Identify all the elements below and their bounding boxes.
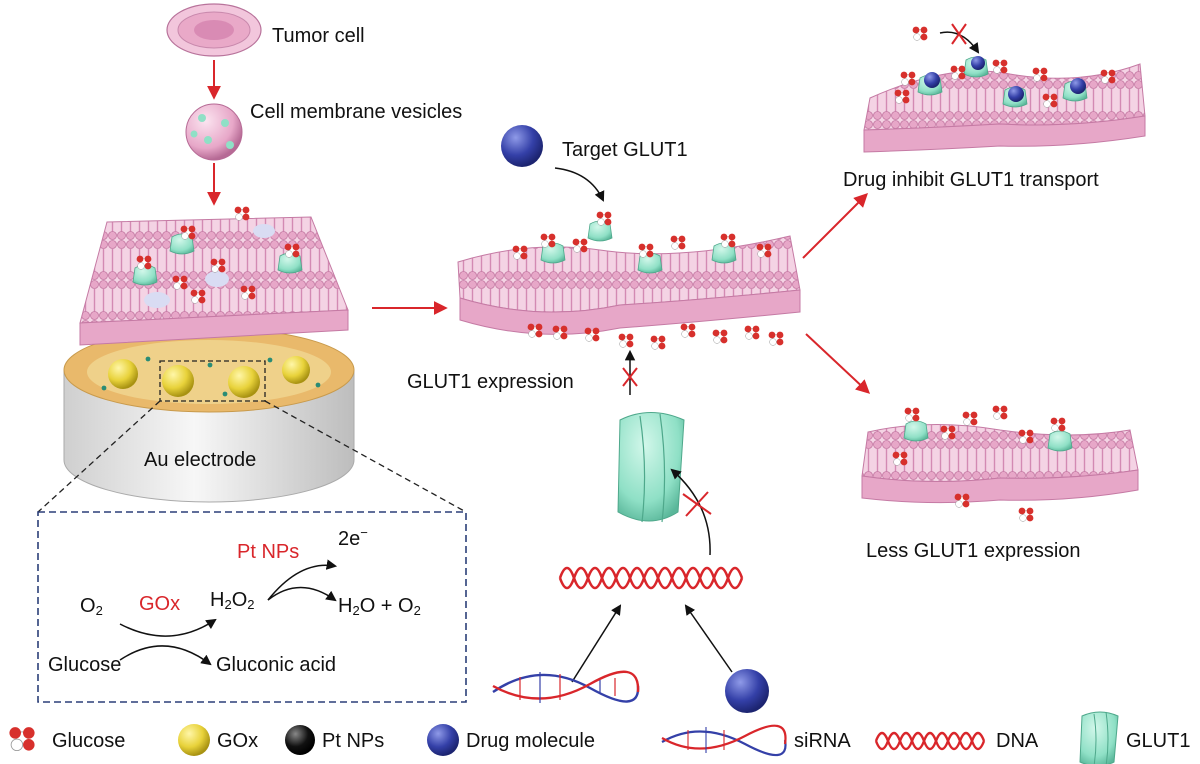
label-au-electrode: Au electrode bbox=[144, 449, 257, 471]
reaction-arrow-to-gluconic bbox=[119, 645, 212, 666]
reaction-water-rest: O + O bbox=[359, 595, 414, 617]
arrow-drug-to-membrane bbox=[554, 167, 605, 202]
reaction-h2o2-sub1: 2 bbox=[224, 597, 232, 612]
drug-inhibit-membrane bbox=[863, 56, 1146, 153]
glucose-blocked-icon bbox=[912, 26, 928, 41]
reaction-pt-nps: Pt NPs bbox=[237, 541, 300, 563]
legend-drug-molecule-label: Drug molecule bbox=[466, 730, 595, 752]
reaction-electrons-sup: − bbox=[360, 525, 368, 540]
middle-membrane bbox=[457, 211, 801, 350]
drug-molecule-target bbox=[501, 125, 543, 167]
legend-dna-label: DNA bbox=[996, 730, 1039, 752]
block-mark-transport bbox=[951, 23, 967, 45]
callout-line-right bbox=[264, 400, 467, 513]
reaction-o2-text: O bbox=[80, 595, 96, 617]
arrow-drug-to-dna bbox=[684, 604, 733, 673]
reaction-arrow-to-electrons bbox=[267, 559, 338, 601]
drug-molecule-dna-icon bbox=[725, 669, 769, 713]
reaction-electrons: 2e− bbox=[338, 526, 368, 549]
glut1-protein-icon bbox=[617, 412, 685, 523]
label-drug-inhibit: Drug inhibit GLUT1 transport bbox=[843, 169, 1099, 191]
reaction-box bbox=[37, 511, 467, 703]
legend-dna-icon bbox=[874, 731, 986, 751]
reaction-h2o2: H2O2 bbox=[210, 590, 254, 611]
legend-glut1-icon bbox=[1079, 711, 1119, 764]
label-target-glut1: Target GLUT1 bbox=[562, 139, 688, 161]
electrode-membrane bbox=[79, 206, 349, 346]
block-mark-expression bbox=[622, 367, 638, 387]
arrow-dna-to-glut1 bbox=[670, 468, 711, 556]
au-electrode bbox=[63, 327, 355, 503]
reaction-glucose: Glucose bbox=[48, 654, 122, 676]
legend-gox-icon bbox=[178, 724, 210, 756]
legend-sirna-icon bbox=[661, 724, 787, 757]
reaction-water-sub2: 2 bbox=[413, 603, 421, 618]
cell-membrane-vesicle-icon bbox=[185, 103, 243, 161]
block-mark-translation bbox=[682, 491, 712, 517]
legend-glucose-label: Glucose bbox=[52, 730, 126, 752]
arrow-to-less-expression bbox=[805, 333, 871, 394]
reaction-water-oxygen: H2O + O2 bbox=[338, 596, 421, 617]
reaction-h2o2-sub2: 2 bbox=[247, 597, 255, 612]
reaction-electrons-text: 2e bbox=[338, 528, 361, 550]
reaction-gluconic-acid: Gluconic acid bbox=[216, 654, 337, 676]
reaction-water-h: H bbox=[338, 595, 353, 617]
reaction-o2: O2 bbox=[80, 596, 103, 617]
legend-glut1-label: GLUT1 bbox=[1126, 730, 1191, 752]
arrow-sirna-to-dna bbox=[571, 604, 622, 683]
label-cell-membrane-vesicles: Cell membrane vesicles bbox=[250, 101, 463, 123]
less-glut1-membrane bbox=[861, 405, 1139, 522]
callout-line-left bbox=[37, 400, 161, 513]
tumor-cell-icon bbox=[166, 3, 262, 57]
reaction-arrow-to-water bbox=[267, 586, 337, 602]
legend-drug-molecule-icon bbox=[427, 724, 459, 756]
dna-helix-icon bbox=[558, 566, 744, 590]
sirna-icon bbox=[492, 670, 640, 703]
reaction-h2o2-h: H bbox=[210, 589, 225, 611]
label-glut1-expression: GLUT1 expression bbox=[407, 371, 574, 393]
reaction-water-sub1: 2 bbox=[352, 603, 360, 618]
reaction-o2-sub: 2 bbox=[95, 603, 103, 618]
legend-pt-nps-label: Pt NPs bbox=[322, 730, 385, 752]
arrow-to-drug-inhibit bbox=[802, 193, 868, 259]
legend-sirna-label: siRNA bbox=[794, 730, 851, 752]
reaction-gox: GOx bbox=[139, 593, 181, 615]
reaction-arrow-to-h2o2 bbox=[119, 618, 217, 637]
legend-pt-nps-icon bbox=[285, 725, 315, 755]
reaction-h2o2-o: O bbox=[231, 589, 248, 611]
legend-glucose-icon bbox=[8, 726, 36, 752]
label-less-glut1: Less GLUT1 expression bbox=[866, 540, 1081, 562]
label-tumor-cell: Tumor cell bbox=[272, 25, 365, 47]
legend-gox-label: GOx bbox=[217, 730, 259, 752]
legend-icons bbox=[8, 711, 1119, 764]
